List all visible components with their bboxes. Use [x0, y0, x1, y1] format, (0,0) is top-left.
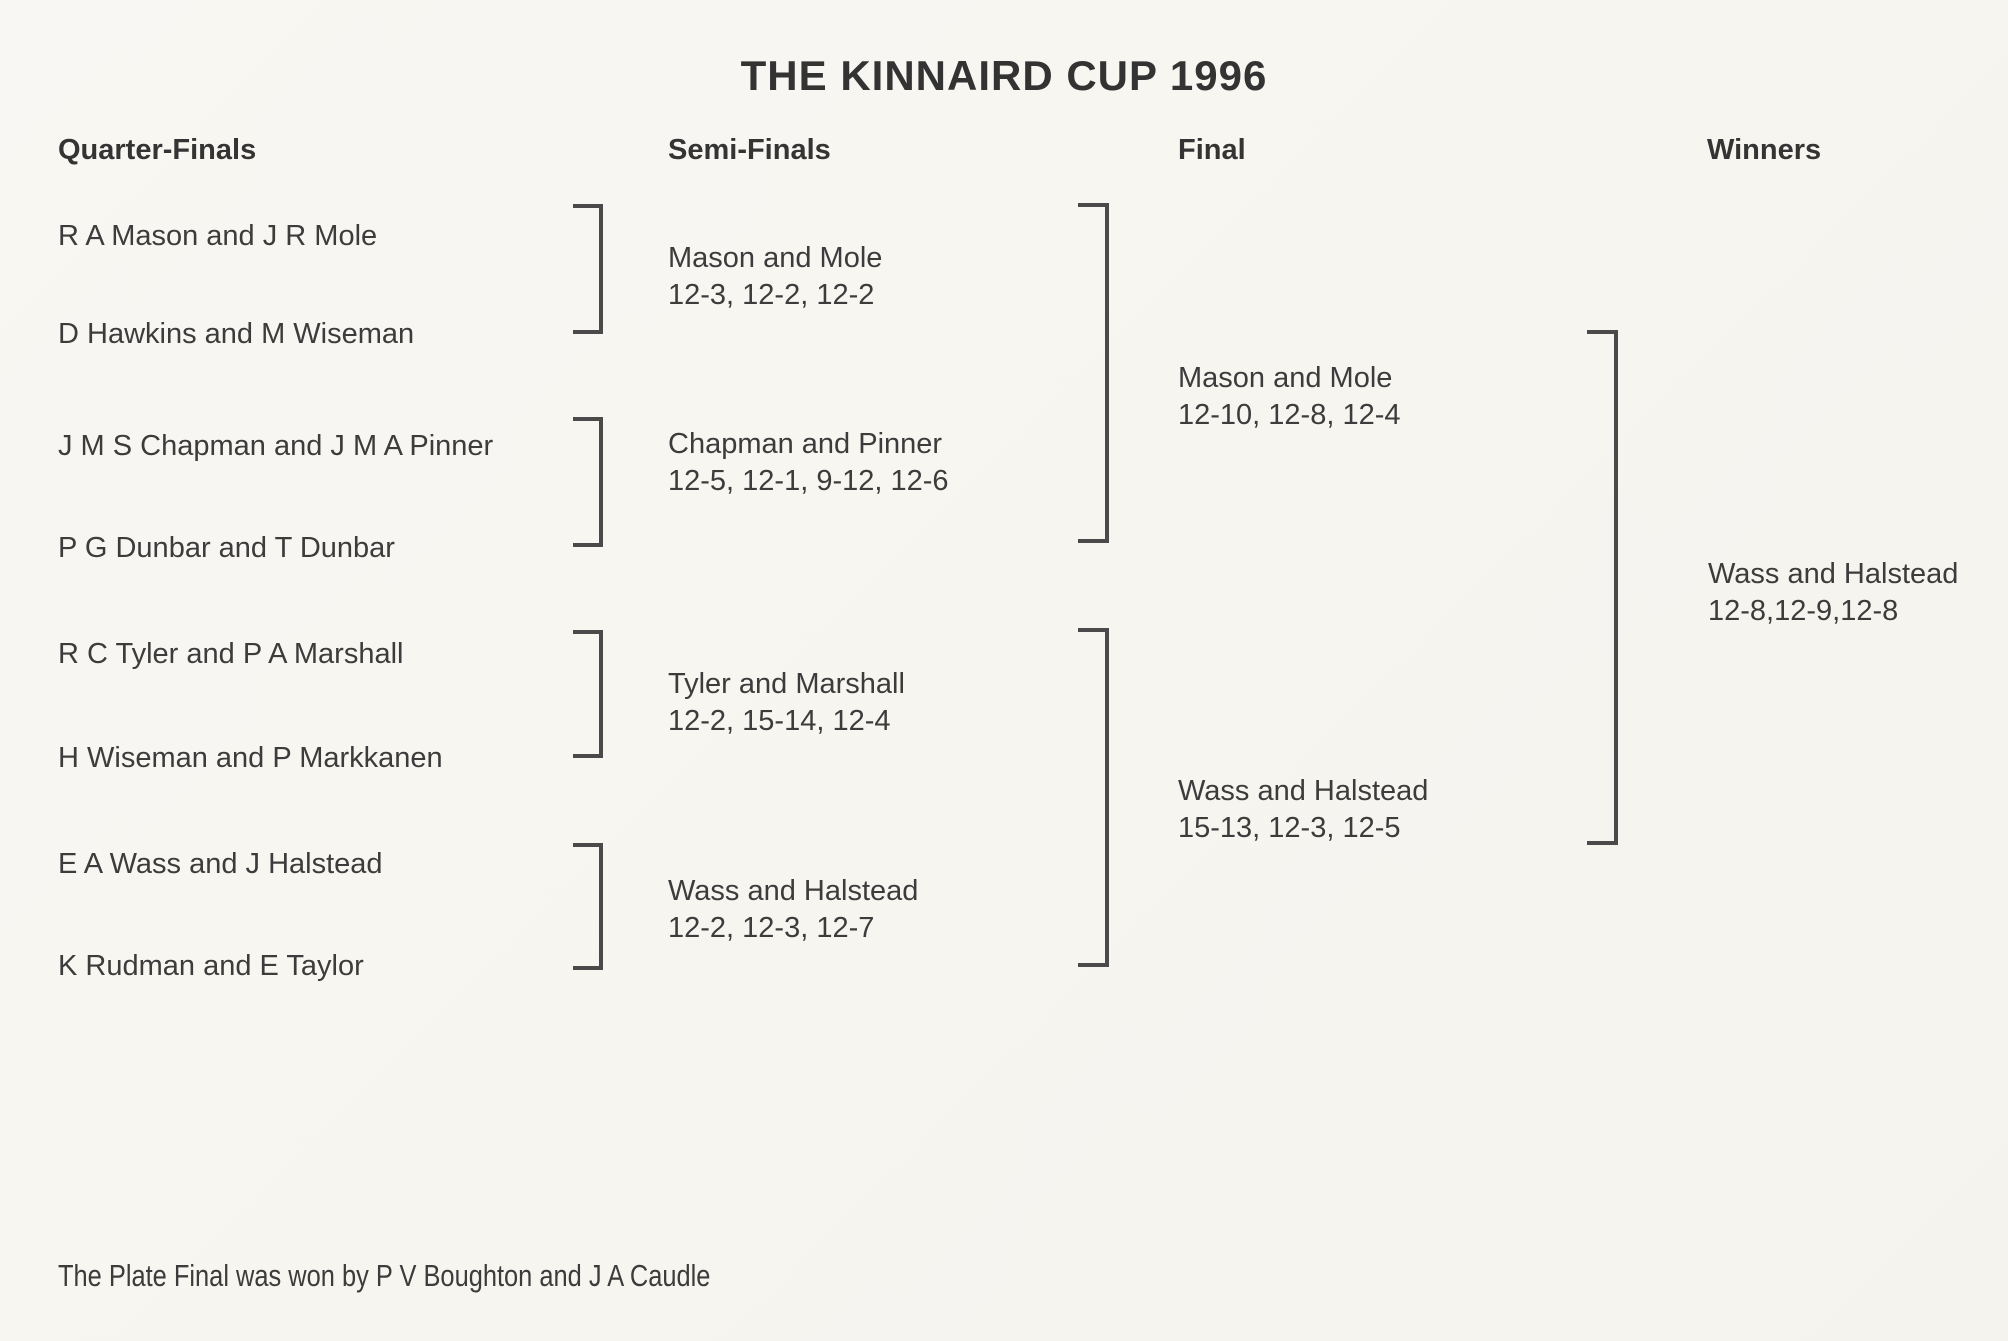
sf-bracket-connector-1 [1078, 203, 1109, 543]
finalist-1-name: Mason and Mole [1178, 362, 1393, 394]
winner-scores: 12-8,12-9,12-8 [1708, 595, 1899, 627]
semi-final-3-scores: 12-2, 15-14, 12-4 [668, 705, 891, 737]
quarter-final-team-8: K Rudman and E Taylor [58, 950, 364, 982]
column-header-winners: Winners [1707, 134, 1822, 166]
column-header-quarter-finals: Quarter-Finals [58, 134, 257, 166]
semi-final-4-scores: 12-2, 12-3, 12-7 [668, 912, 875, 944]
qf-bracket-connector-4 [573, 843, 603, 970]
final-bracket-connector [1587, 330, 1618, 845]
finalist-1-scores: 12-10, 12-8, 12-4 [1178, 399, 1401, 431]
quarter-final-team-7: E A Wass and J Halstead [58, 848, 383, 880]
semi-final-match-1: Mason and Mole 12-3, 12-2, 12-2 [668, 240, 882, 314]
semi-final-match-4: Wass and Halstead 12-2, 12-3, 12-7 [668, 873, 918, 947]
semi-final-3-name: Tyler and Marshall [668, 668, 905, 700]
winner-entry: Wass and Halstead 12-8,12-9,12-8 [1708, 556, 1958, 630]
final-match-2: Wass and Halstead 15-13, 12-3, 12-5 [1178, 773, 1428, 847]
qf-bracket-connector-3 [573, 630, 603, 758]
finalist-2-name: Wass and Halstead [1178, 775, 1429, 807]
qf-bracket-connector-1 [573, 204, 603, 334]
semi-final-1-scores: 12-3, 12-2, 12-2 [668, 279, 875, 311]
page-title: THE KINNAIRD CUP 1996 [740, 52, 1268, 99]
quarter-final-team-2: D Hawkins and M Wiseman [58, 318, 415, 350]
sf-bracket-connector-2 [1078, 628, 1109, 967]
winner-name: Wass and Halstead [1708, 558, 1959, 590]
quarter-final-team-3: J M S Chapman and J M A Pinner [58, 430, 494, 462]
quarter-final-team-1: R A Mason and J R Mole [58, 220, 378, 252]
semi-final-match-2: Chapman and Pinner 12-5, 12-1, 9-12, 12-… [668, 426, 949, 500]
qf-bracket-connector-2 [573, 417, 603, 547]
semi-final-2-name: Chapman and Pinner [668, 428, 943, 460]
semi-final-2-scores: 12-5, 12-1, 9-12, 12-6 [668, 465, 949, 497]
plate-final-note: The Plate Final was won by P V Boughton … [58, 1258, 711, 1293]
semi-final-1-name: Mason and Mole [668, 242, 883, 274]
column-header-semi-finals: Semi-Finals [668, 134, 831, 166]
semi-final-match-3: Tyler and Marshall 12-2, 15-14, 12-4 [668, 666, 905, 740]
finalist-2-scores: 15-13, 12-3, 12-5 [1178, 812, 1401, 844]
quarter-final-team-6: H Wiseman and P Markkanen [58, 742, 443, 774]
quarter-final-team-4: P G Dunbar and T Dunbar [58, 532, 395, 564]
final-match-1: Mason and Mole 12-10, 12-8, 12-4 [1178, 360, 1400, 434]
column-header-final: Final [1178, 134, 1246, 166]
quarter-final-team-5: R C Tyler and P A Marshall [58, 638, 404, 670]
semi-final-4-name: Wass and Halstead [668, 875, 919, 907]
